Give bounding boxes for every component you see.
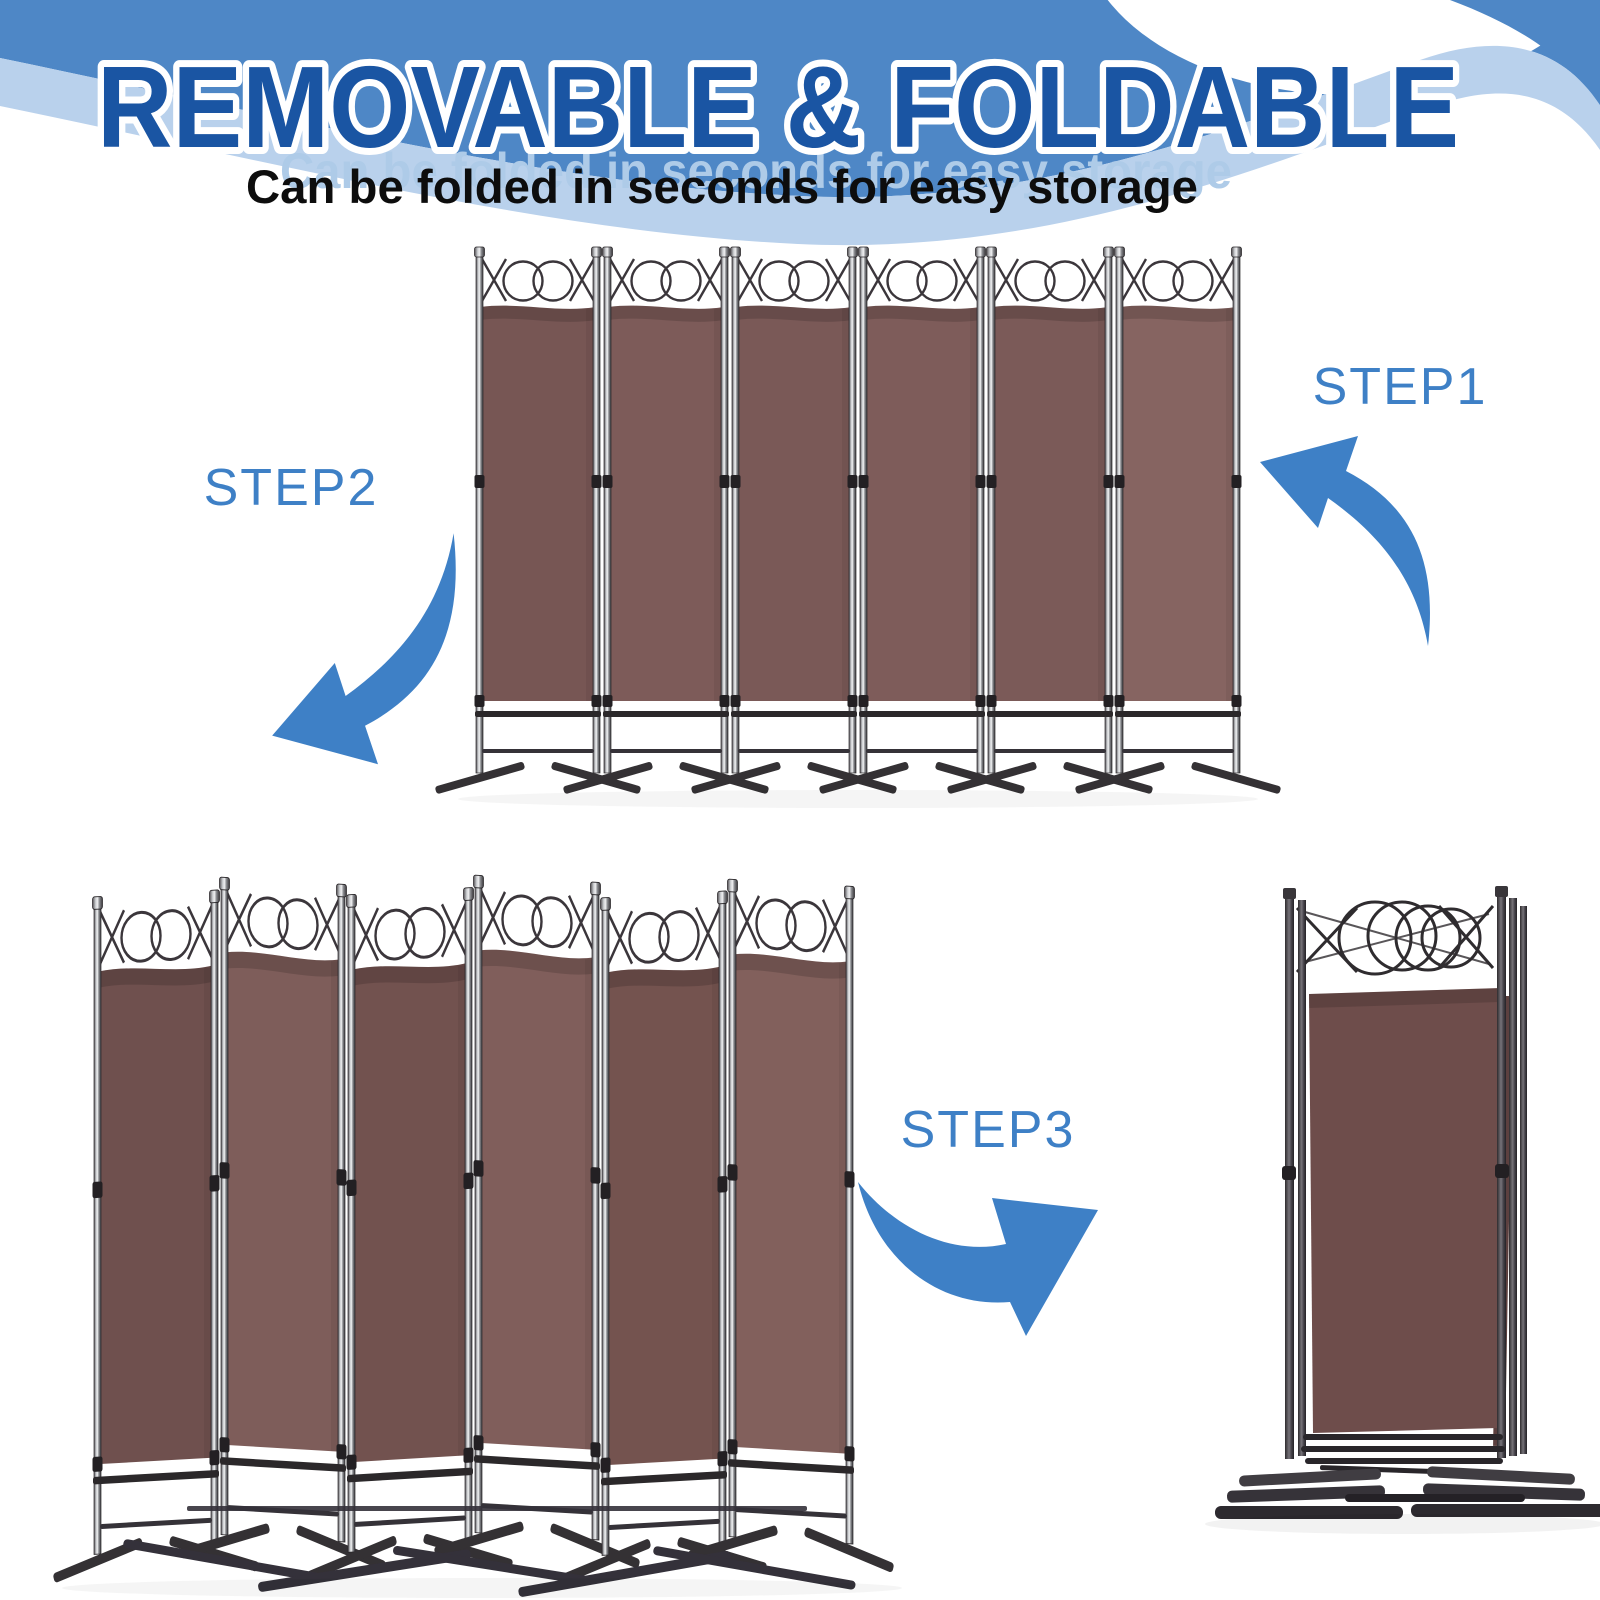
- step2-label: STEP2: [204, 459, 379, 517]
- page-title: REMOVABLE & FOLDABLE: [97, 42, 1459, 172]
- banner-corner-patch: [1450, 0, 1600, 108]
- folded-feet: [1215, 1466, 1600, 1519]
- crossed-feet: [123, 1506, 856, 1597]
- curved-arrow-step2-icon: [272, 533, 456, 765]
- step1-label: STEP1: [1313, 358, 1488, 416]
- divider-folded-view: [1205, 886, 1600, 1534]
- divider-zigzag-view: [51, 871, 902, 1598]
- divider-open-view: [433, 245, 1283, 808]
- page-subtitle: Can be folded in seconds for easy storag…: [246, 160, 1198, 213]
- step3-label: STEP3: [901, 1101, 1076, 1159]
- ghost-subtitle: Can be folded in seconds for easy storag…: [280, 143, 1232, 199]
- curved-arrow-step3-icon: [858, 1182, 1098, 1336]
- header-banner: [0, 0, 1600, 246]
- banner-wave-light-blue: [0, 45, 1600, 246]
- curved-arrow-step1-icon: [1260, 436, 1430, 646]
